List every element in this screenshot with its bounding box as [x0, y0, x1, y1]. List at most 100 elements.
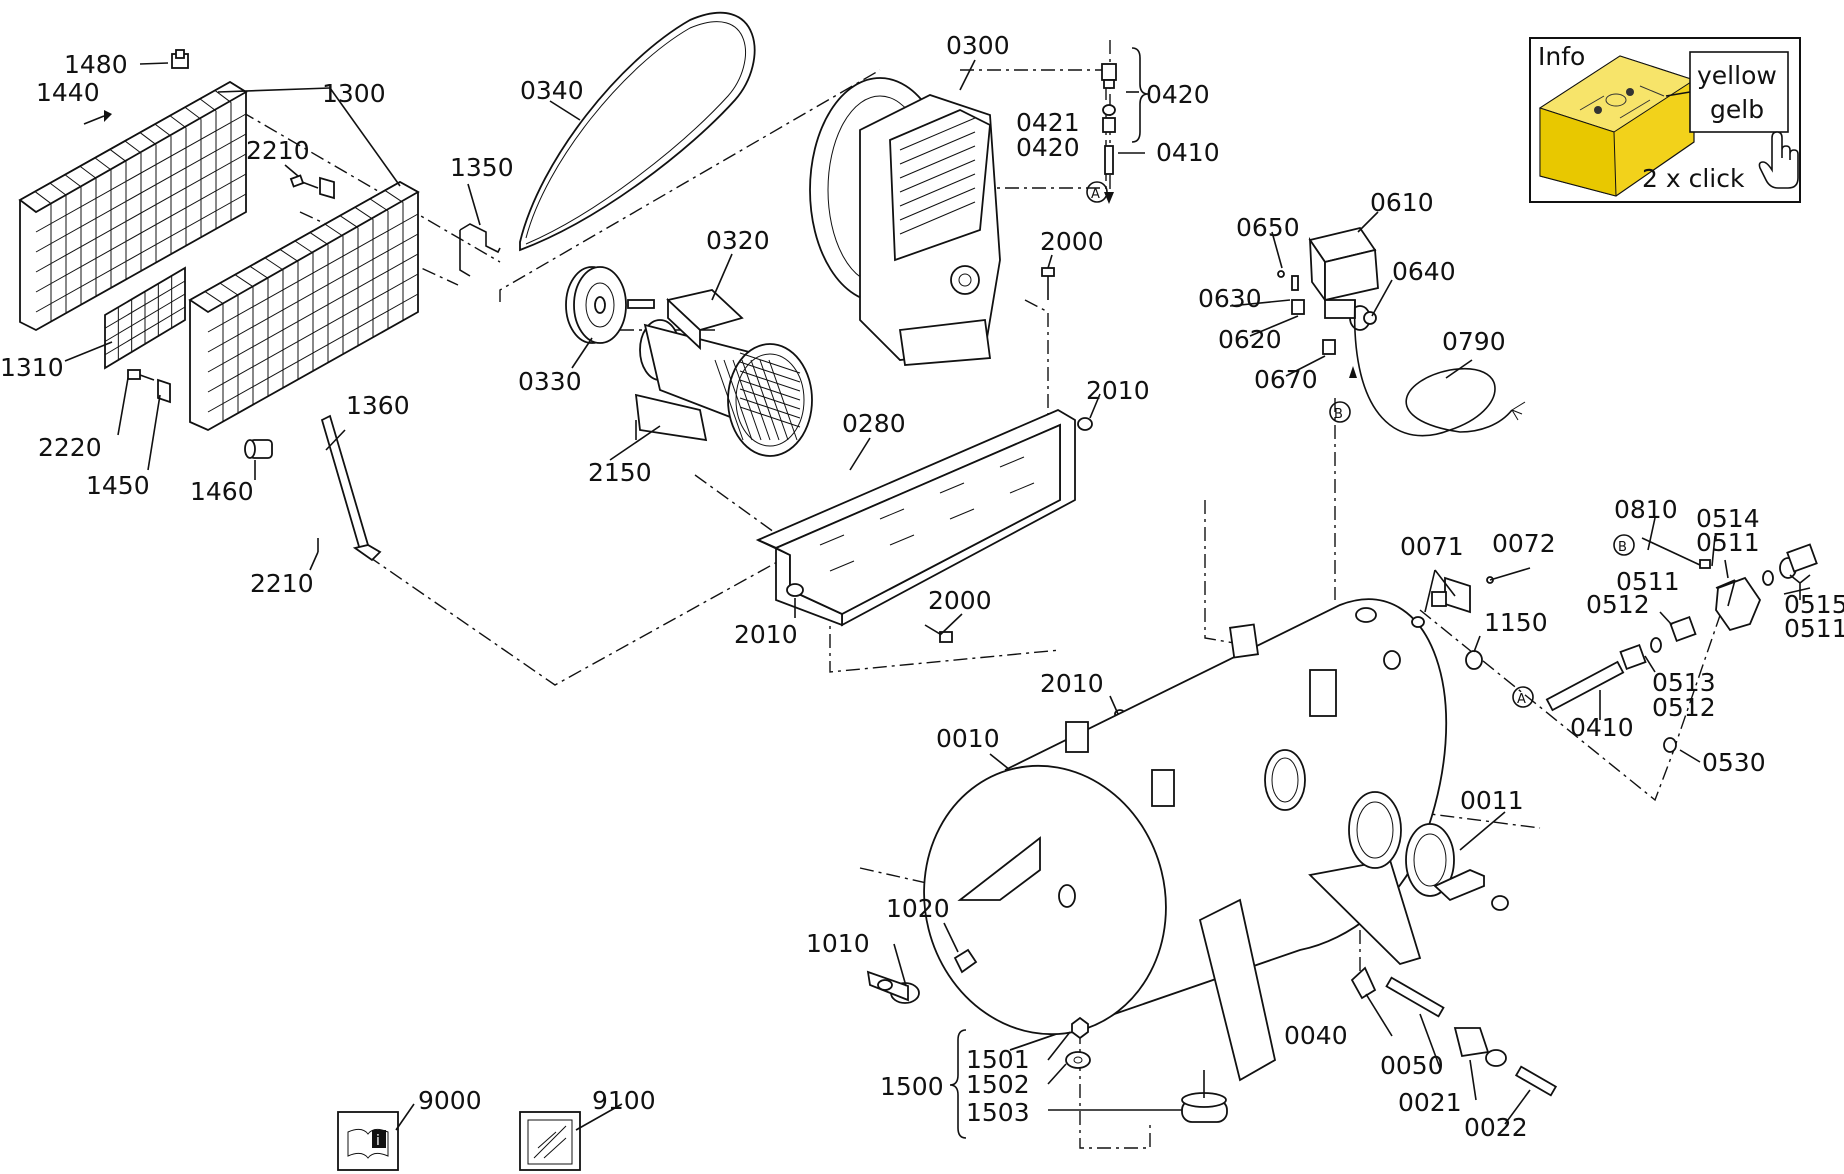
screw-part[interactable]	[289, 174, 335, 200]
label-2010[interactable]: 2010	[1086, 376, 1150, 405]
label-1010[interactable]: 1010	[806, 929, 870, 958]
compressor-pump-part[interactable]	[809, 77, 1001, 366]
label-2210-b[interactable]: 2210	[250, 569, 314, 598]
label-0300[interactable]: 0300	[946, 31, 1010, 60]
label-0010[interactable]: 0010	[936, 724, 1000, 753]
spacer-part[interactable]	[244, 439, 273, 459]
foot-part[interactable]	[1065, 1016, 1228, 1123]
label-2000[interactable]: 2000	[1040, 227, 1104, 256]
label-1503[interactable]: 1503	[966, 1098, 1030, 1127]
label-0512-b[interactable]: 0512	[1652, 693, 1716, 722]
label-1360[interactable]: 1360	[346, 391, 410, 420]
label-2000-b[interactable]: 2000	[928, 586, 992, 615]
label-1440[interactable]: 1440	[36, 78, 100, 107]
label-0790[interactable]: 0790	[1442, 327, 1506, 356]
label-0022[interactable]: 0022	[1464, 1113, 1528, 1142]
label-2220[interactable]: 2220	[38, 433, 102, 462]
label-0513[interactable]: 0513	[1652, 668, 1716, 697]
label-1020[interactable]: 1020	[886, 894, 950, 923]
label-9000[interactable]: 9000	[418, 1086, 482, 1115]
label-2010-b[interactable]: 2010	[734, 620, 798, 649]
reference-marker-a-right: A	[1512, 686, 1534, 708]
cable-part[interactable]	[1353, 299, 1526, 437]
label-0511-c[interactable]: 0511	[1784, 614, 1844, 643]
label-1501[interactable]: 1501	[966, 1045, 1030, 1074]
label-0514[interactable]: 0514	[1696, 504, 1760, 533]
manual-info-icon[interactable]: i	[337, 1111, 399, 1171]
manual-spare-parts-icon[interactable]	[519, 1111, 581, 1171]
label-0410-b[interactable]: 0410	[1570, 713, 1634, 742]
info-color-en: yellow	[1697, 61, 1777, 90]
label-0530[interactable]: 0530	[1702, 748, 1766, 777]
label-0320[interactable]: 0320	[706, 226, 770, 255]
label-0420-b[interactable]: 0420	[1016, 133, 1080, 162]
arrow-icon	[83, 110, 112, 125]
label-0050[interactable]: 0050	[1380, 1051, 1444, 1080]
label-1310[interactable]: 1310	[0, 353, 64, 382]
check-valve-part[interactable]	[1545, 537, 1818, 753]
reference-marker-b-mid: B	[1329, 401, 1351, 423]
label-0810[interactable]: 0810	[1614, 495, 1678, 524]
label-9100[interactable]: 9100	[592, 1086, 656, 1115]
label-2010-c[interactable]: 2010	[1040, 669, 1104, 698]
pressure-switch-part[interactable]	[1308, 226, 1379, 331]
reference-marker-b-right: B	[1613, 534, 1635, 556]
label-0511[interactable]: 0511	[1696, 528, 1760, 557]
label-1450[interactable]: 1450	[86, 471, 150, 500]
label-0040[interactable]: 0040	[1284, 1021, 1348, 1050]
label-2210[interactable]: 2210	[246, 136, 310, 165]
label-0420[interactable]: 0420	[1146, 80, 1210, 109]
label-0640[interactable]: 0640	[1392, 257, 1456, 286]
label-1480[interactable]: 1480	[64, 50, 128, 79]
svg-text:A: A	[1091, 187, 1100, 202]
label-1502[interactable]: 1502	[966, 1070, 1030, 1099]
base-plate-part[interactable]	[755, 408, 1076, 627]
label-1150[interactable]: 1150	[1484, 608, 1548, 637]
screw-part[interactable]	[127, 369, 171, 404]
svg-text:A: A	[1517, 692, 1526, 707]
air-tank-part[interactable]	[896, 598, 1448, 1082]
info-hint: 2 x click	[1642, 164, 1745, 193]
label-0340[interactable]: 0340	[520, 76, 584, 105]
safety-grille[interactable]	[18, 80, 420, 432]
label-1460[interactable]: 1460	[190, 477, 254, 506]
label-0670[interactable]: 0670	[1254, 365, 1318, 394]
bolt-part[interactable]	[635, 267, 1055, 643]
label-0630[interactable]: 0630	[1198, 284, 1262, 313]
info-thumbnail	[1538, 55, 1696, 197]
fitting-part[interactable]	[1277, 270, 1336, 355]
label-2150[interactable]: 2150	[588, 458, 652, 487]
label-0650[interactable]: 0650	[1236, 213, 1300, 242]
cover-part[interactable]	[1348, 791, 1509, 911]
svg-text:B: B	[1618, 540, 1627, 555]
label-0511-b[interactable]: 0511	[1616, 567, 1680, 596]
motor-part[interactable]	[634, 289, 813, 457]
info-box[interactable]: Info yellow gelb 2 x click	[1529, 37, 1801, 203]
label-1350[interactable]: 1350	[450, 153, 514, 182]
label-0280[interactable]: 0280	[842, 409, 906, 438]
label-1500[interactable]: 1500	[880, 1072, 944, 1101]
part-labels: 1480 1440 1300 2210 1350 0340 0300 0420 …	[0, 31, 1844, 1142]
label-0330[interactable]: 0330	[518, 367, 582, 396]
bracket-part[interactable]	[459, 223, 501, 277]
fitting-part[interactable]	[1411, 576, 1494, 670]
pulley-part[interactable]	[565, 266, 655, 344]
label-0515[interactable]: 0515	[1784, 590, 1844, 619]
label-0610[interactable]: 0610	[1370, 188, 1434, 217]
label-0021[interactable]: 0021	[1398, 1088, 1462, 1117]
leader-lines	[64, 59, 1811, 1131]
label-0410[interactable]: 0410	[1156, 138, 1220, 167]
support-bar-part[interactable]	[317, 414, 382, 562]
label-0620[interactable]: 0620	[1218, 325, 1282, 354]
label-0072[interactable]: 0072	[1492, 529, 1556, 558]
fitting-part[interactable]	[1101, 63, 1117, 204]
label-0071[interactable]: 0071	[1400, 532, 1464, 561]
outlet-fitting-part[interactable]	[1350, 966, 1558, 1097]
label-0011[interactable]: 0011	[1460, 786, 1524, 815]
clip-part[interactable]	[171, 49, 189, 69]
label-0512[interactable]: 0512	[1586, 590, 1650, 619]
label-0421[interactable]: 0421	[1016, 108, 1080, 137]
v-belt-part[interactable]	[519, 12, 756, 252]
label-1300[interactable]: 1300	[322, 79, 386, 108]
